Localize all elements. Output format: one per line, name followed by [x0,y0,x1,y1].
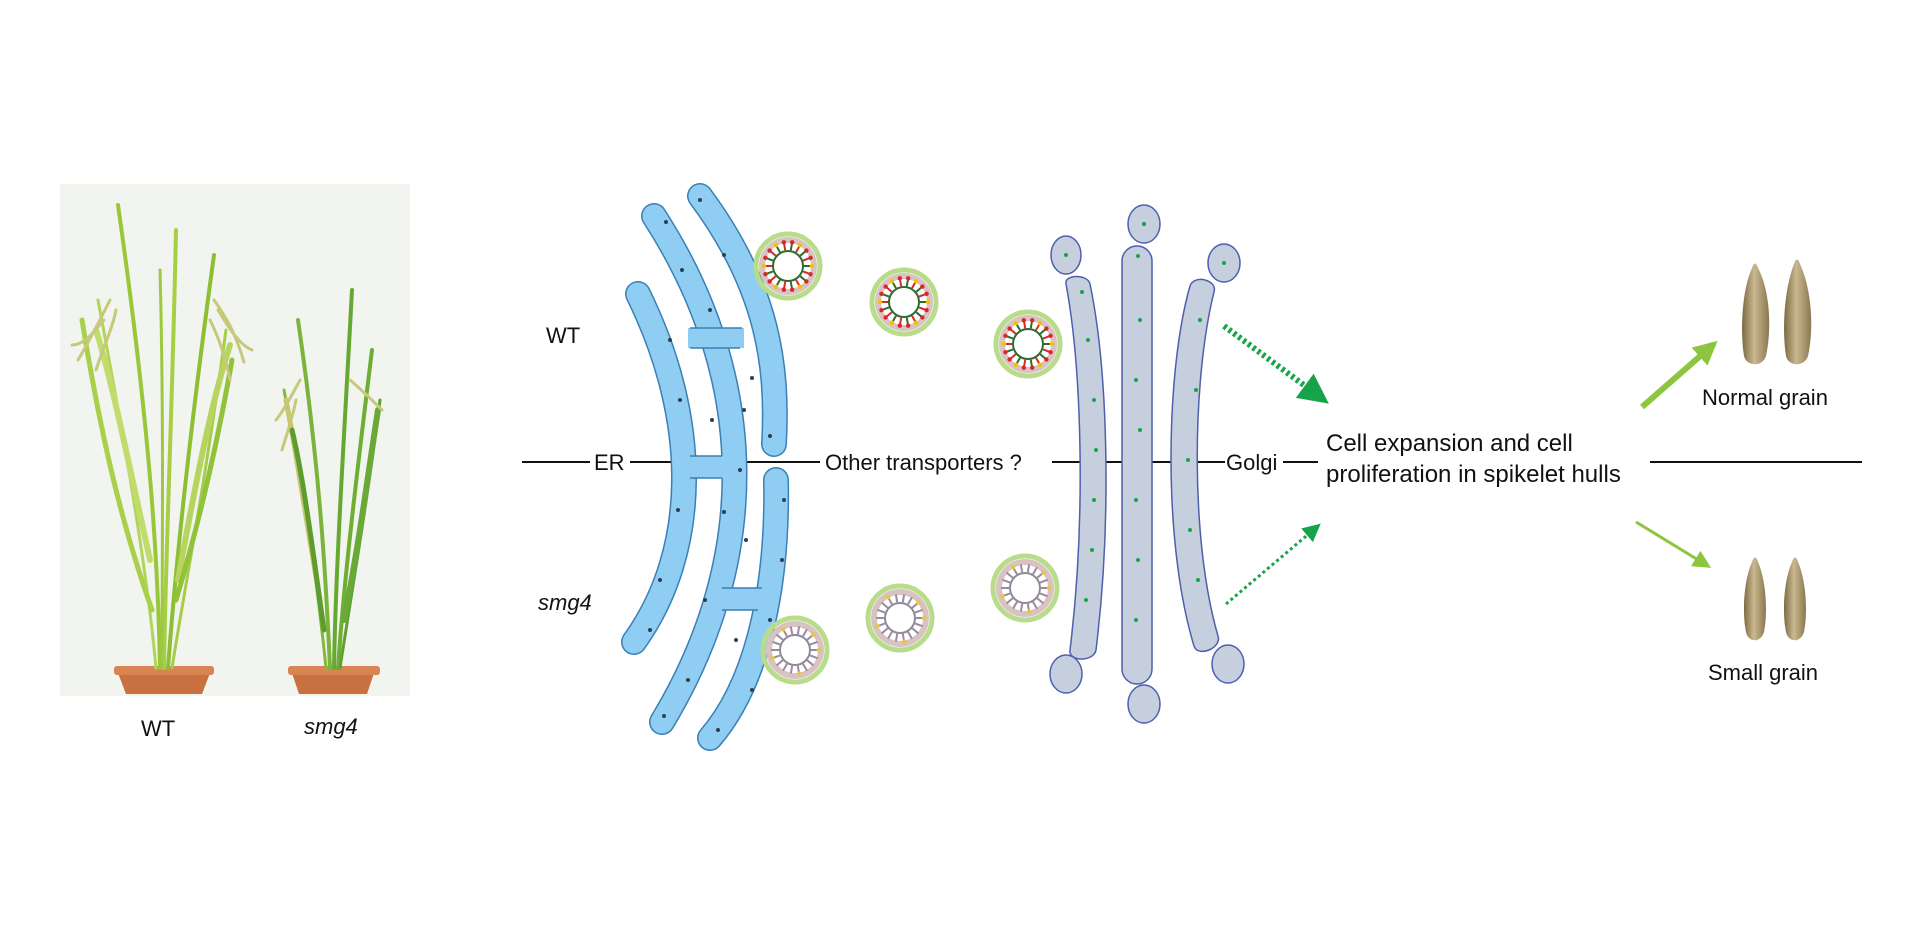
vesicle-group-smg4 [760,553,1060,685]
photo-label-smg4: smg4 [304,714,358,739]
smg4-transport-arrow [1225,523,1321,606]
normal-grain-label: Normal grain [1702,385,1828,410]
smg4-plant-icon [274,288,384,694]
vesicle-group-wt [753,231,1063,379]
row-label-smg4: smg4 [538,590,592,615]
wt-transport-arrow [1222,323,1329,404]
other-transporters-label: Other transporters ? [822,452,1025,474]
outcome-line-2: proliferation in spikelet hulls [1326,461,1621,488]
small-grain-icon [1744,557,1806,641]
vesicle-with-cargo-icon [869,267,939,337]
small-grain-arrow [1635,520,1712,568]
vesicle-with-cargo-icon [993,309,1063,379]
outcome-line-1: Cell expansion and cell [1326,430,1573,457]
photo-background [60,184,410,696]
normal-grain-arrow [1640,340,1718,410]
vesicle-reduced-cargo-icon [990,553,1060,623]
transport-arrows [1222,323,1329,606]
grain-arrows [1635,340,1718,568]
er-icon [621,183,790,751]
small-grain-label: Small grain [1708,660,1819,685]
wt-plant-icon [70,203,254,694]
er-label: ER [594,450,625,475]
photo-label-wt: WT [141,716,176,741]
golgi-label: Golgi [1226,450,1278,475]
golgi-icon [1049,204,1245,724]
vesicle-reduced-cargo-icon [760,615,830,685]
vesicle-with-cargo-icon [753,231,823,301]
row-label-wt: WT [546,323,581,348]
normal-grain-icon [1742,259,1812,365]
plant-photo-panel [60,184,410,696]
vesicle-reduced-cargo-icon [865,583,935,653]
